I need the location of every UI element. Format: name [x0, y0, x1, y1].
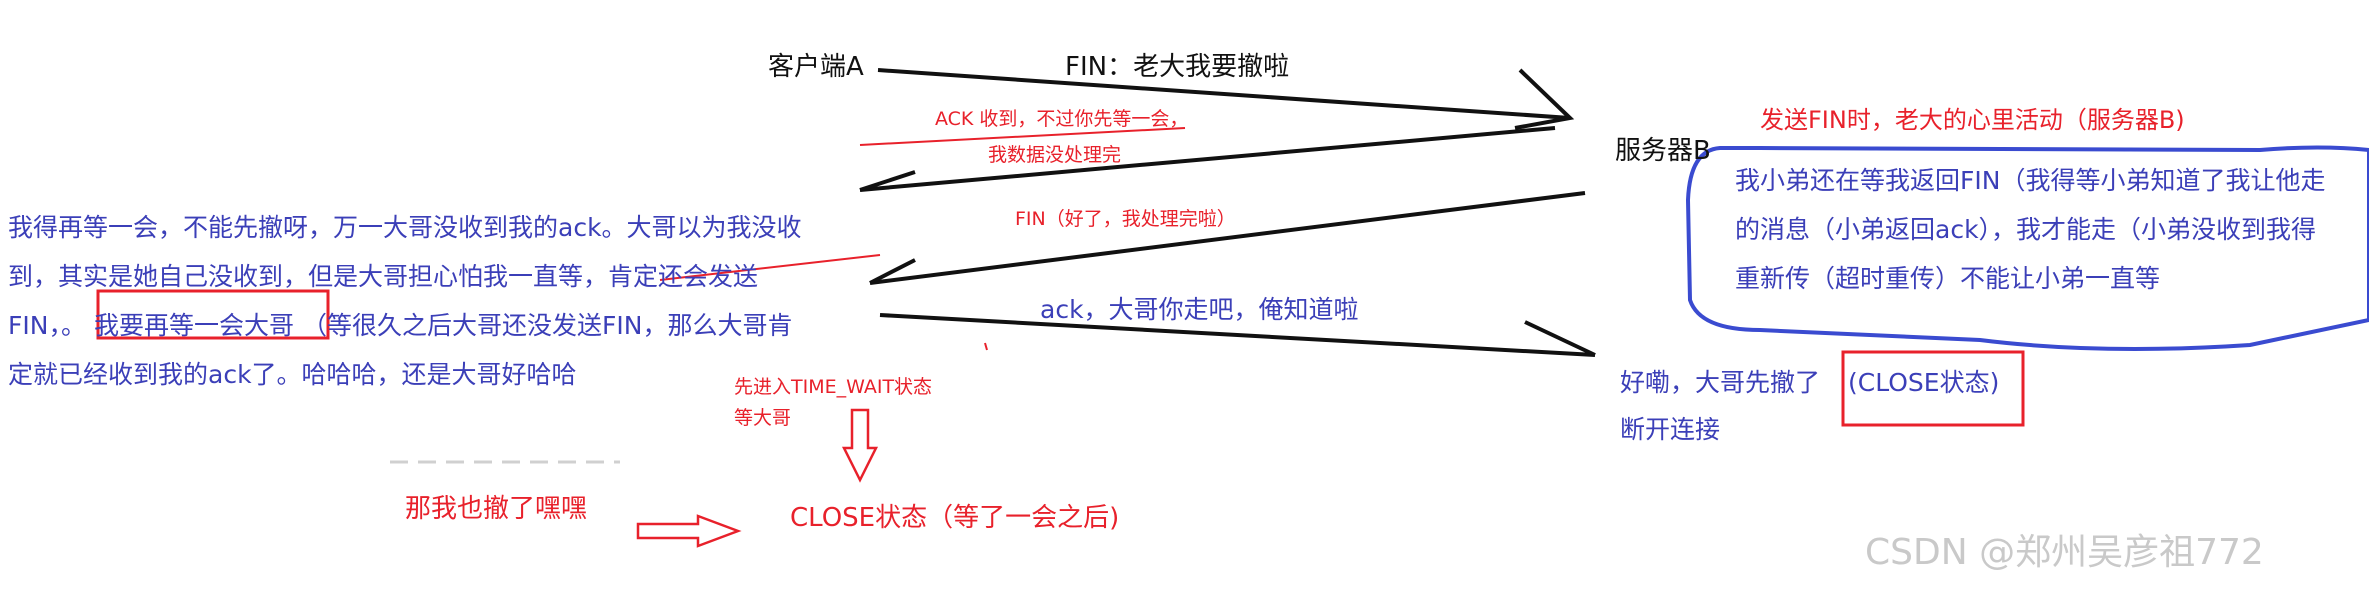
fin2-red-line: [659, 254, 881, 281]
boxed-phrase: 我要再等一会大哥: [93, 311, 294, 340]
fin1-arrow: [877, 68, 1571, 120]
ack1-label-line1: ACK 收到，不过你先等一会，: [935, 108, 1189, 130]
fin1-arrowhead: [1514, 68, 1575, 130]
ack2-arrowhead: [1524, 320, 1596, 357]
ack1-arrow: [859, 126, 1556, 192]
fin1-label: FIN：老大我要撤啦: [1065, 52, 1290, 82]
fin2-arrowhead: [869, 258, 916, 285]
fin2-arrow: [869, 191, 1586, 285]
server-done-prefix: 好嘞，大哥先撤了: [1620, 368, 1821, 397]
stray-red-mark: [984, 342, 988, 351]
server-close-label: (CLOSE状态): [1848, 368, 2000, 397]
client-thought-line3b: （等很久之后大哥还没发送FIN，那么大哥肯: [301, 311, 793, 340]
server-thought-line1: 我小弟还在等我返回FIN（我得等小弟知道了我让他走: [1735, 166, 2326, 195]
right-hollow-arrow: [636, 514, 742, 548]
boxed-phrase-frame: [96, 289, 330, 340]
time-wait-line2: 等大哥: [734, 407, 792, 429]
ack1-label-line2: 我数据没处理完: [988, 144, 1122, 166]
ack2-label: ack，大哥你走吧，俺知道啦: [1040, 295, 1359, 324]
ack2-arrow: [879, 313, 1596, 357]
server-done-line2: 断开连接: [1620, 415, 1721, 444]
server-thought-line3: 重新传（超时重传）不能让小弟一直等: [1735, 264, 2161, 293]
client-leave-label: 那我也撤了嘿嘿: [405, 494, 588, 524]
ack1-arrowhead: [859, 170, 916, 192]
client-thought-line1: 我得再等一会，不能先撤呀，万一大哥没收到我的ack。大哥以为我没收: [8, 213, 802, 242]
server-close-frame: [1841, 350, 2025, 427]
down-hollow-arrow: [841, 408, 879, 483]
server-heading: 发送FIN时，老大的心里活动（服务器B): [1760, 106, 2185, 134]
client-label: 客户端A: [768, 52, 864, 82]
ack1-red-line: [859, 127, 1186, 146]
client-thought-line4: 定就已经收到我的ack了。哈哈哈，还是大哥好哈哈: [8, 360, 577, 389]
server-thought-text: 我小弟还在等我返回FIN（我得等小弟知道了我让他走 的消息（小弟返回ack），我…: [1735, 156, 2325, 303]
fin2-label: FIN（好了，我处理完啦）: [1015, 208, 1236, 230]
watermark: CSDN @郑州吴彦祖772: [1865, 532, 2264, 573]
server-thought-line2: 的消息（小弟返回ack），我才能走（小弟没收到我得: [1735, 215, 2317, 244]
client-thought-line3a: FIN，。: [8, 311, 86, 340]
server-thought-bubble: [1685, 145, 2369, 351]
time-wait-line1: 先进入TIME_WAIT状态: [734, 376, 933, 398]
server-label: 服务器B: [1615, 136, 1711, 166]
client-thought-line3: FIN，。我要再等一会大哥（等很久之后大哥还没发送FIN，那么大哥肯: [8, 301, 802, 350]
client-thought-line2: 到，其实是她自己没收到，但是大哥担心怕我一直等，肯定还会发送: [8, 262, 759, 291]
client-close-label: CLOSE状态（等了一会之后): [790, 503, 1120, 533]
client-thought-text: 我得再等一会，不能先撤呀，万一大哥没收到我的ack。大哥以为我没收 到，其实是她…: [8, 203, 802, 399]
